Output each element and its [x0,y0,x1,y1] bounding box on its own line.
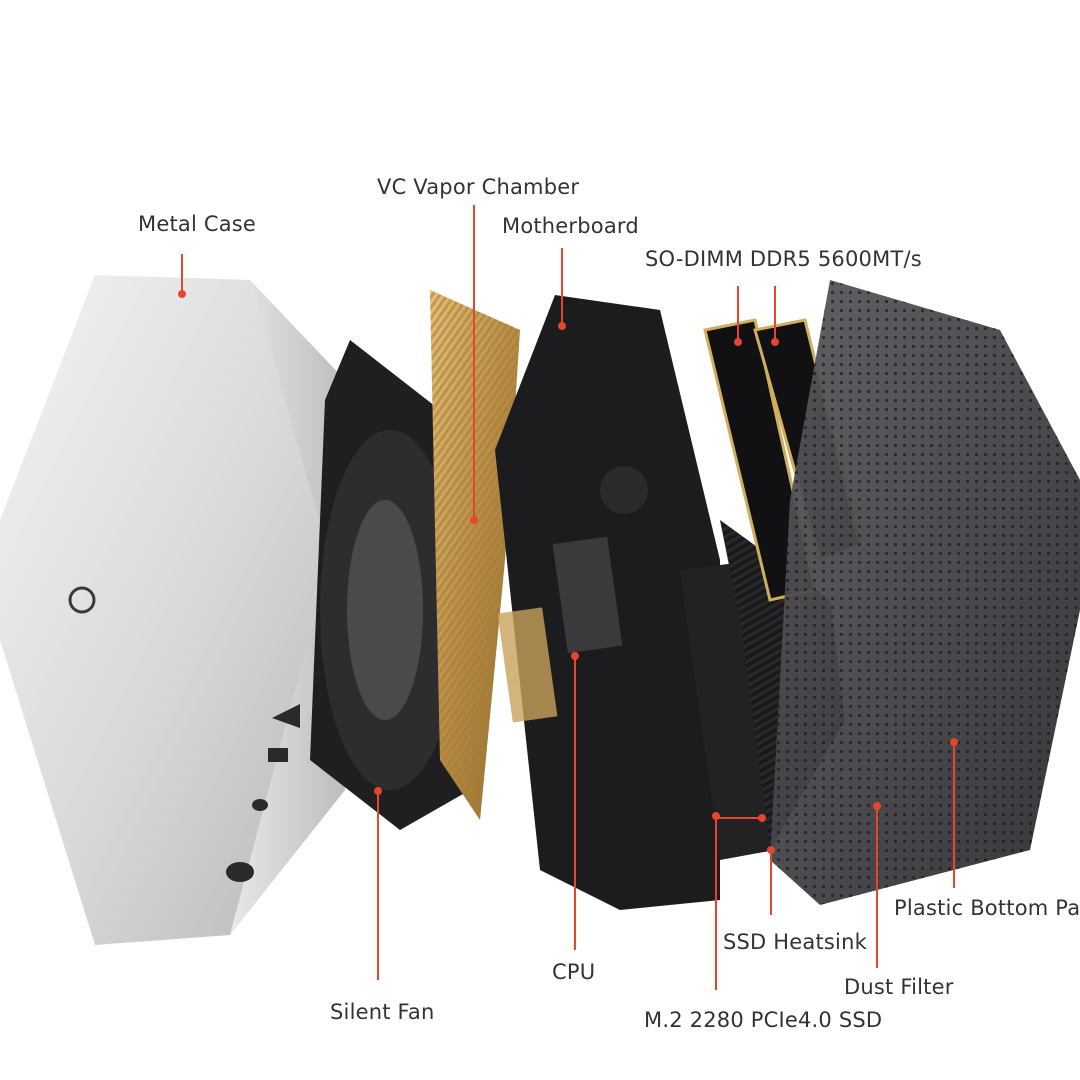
label-ssd-heatsink: SSD Heatsink [723,930,867,954]
leader-lines [178,205,958,990]
label-m2-ssd: M.2 2280 PCIe4.0 SSD [644,1008,883,1032]
label-plastic-bottom: Plastic Bottom Pa [894,896,1080,920]
label-metal-case: Metal Case [138,212,257,236]
label-silent-fan: Silent Fan [330,1000,435,1024]
label-so-dimm: SO-DIMM DDR5 5600MT/s [645,247,922,271]
metal-case [0,275,345,945]
label-motherboard: Motherboard [502,214,639,238]
label-cpu: CPU [552,960,596,984]
vc-vapor-chamber [430,290,520,820]
motherboard [495,295,720,910]
plastic-bottom-panel [770,280,1080,905]
silent-fan [310,340,470,830]
label-vc-vapor-chamber: VC Vapor Chamber [377,175,580,199]
label-dust-filter: Dust Filter [844,975,954,999]
